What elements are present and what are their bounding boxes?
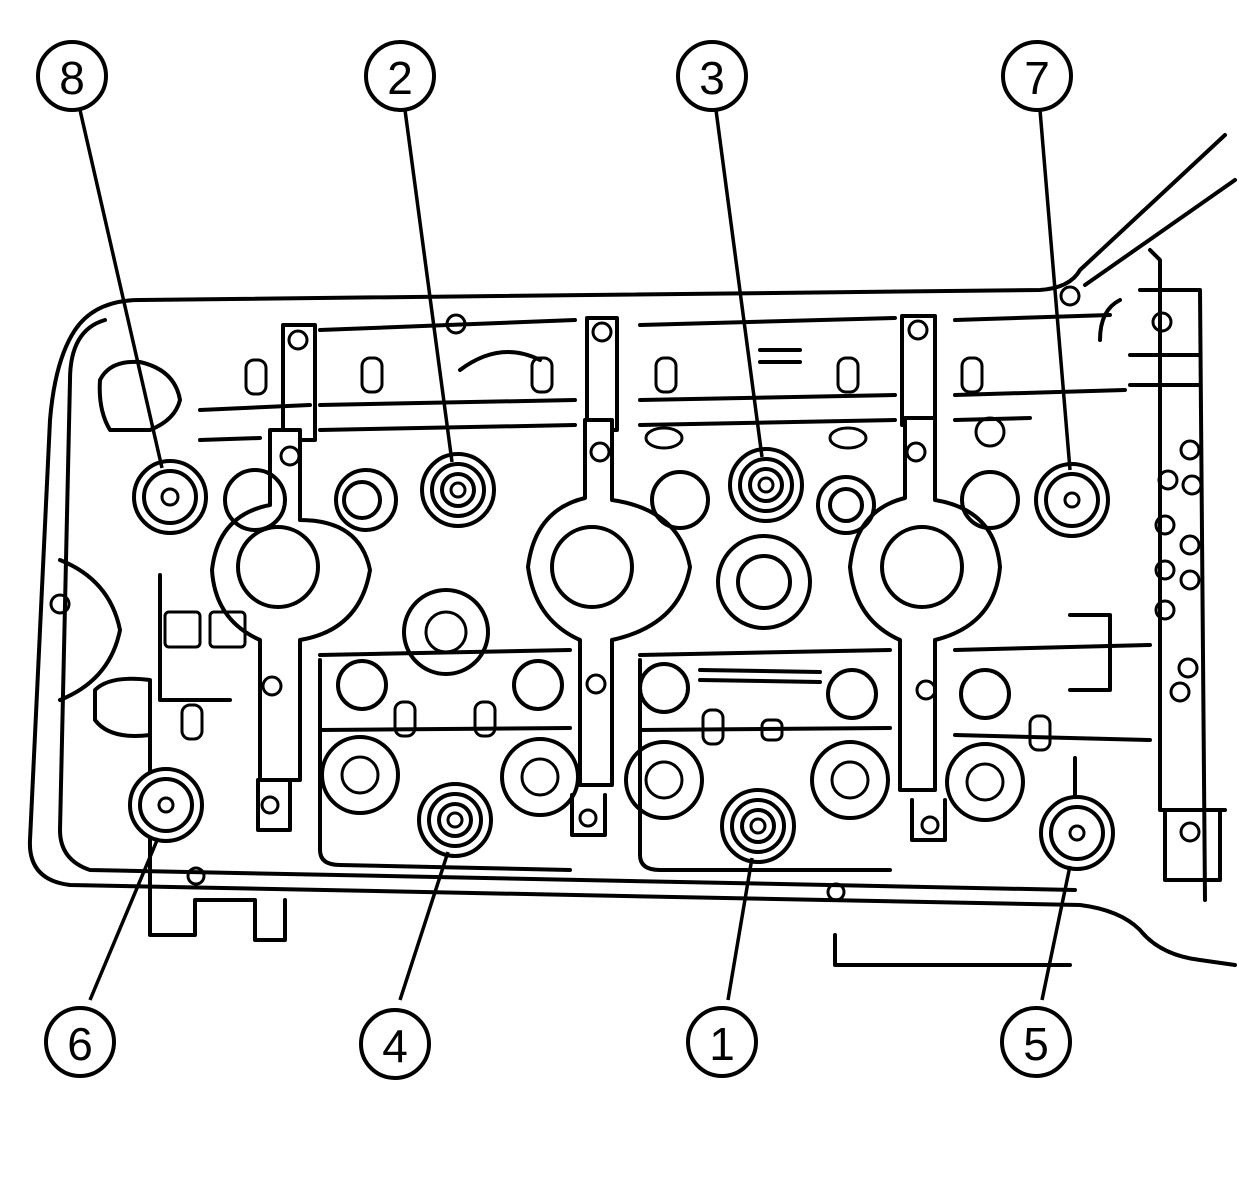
callout-3: 3 <box>676 40 748 112</box>
head-bolt-8 <box>132 459 208 535</box>
callout-label-4: 4 <box>382 1020 408 1072</box>
lower-deck <box>93 468 1152 967</box>
callouts: 8 2 3 7 6 4 1 5 <box>36 40 1073 1080</box>
head-bolt-6 <box>128 767 204 843</box>
callout-7: 7 <box>1001 40 1073 112</box>
callout-8: 8 <box>36 40 108 112</box>
leader-line-4 <box>398 851 450 1001</box>
upper-rail <box>97 285 1173 450</box>
callout-label-1: 1 <box>709 1018 735 1070</box>
camshaft-caps <box>210 416 1002 842</box>
side-gallery <box>49 439 1203 843</box>
callout-6: 6 <box>44 1006 116 1078</box>
callout-label-7: 7 <box>1024 52 1050 104</box>
callout-label-5: 5 <box>1023 1018 1049 1070</box>
leader-line-5 <box>1040 865 1072 1001</box>
callout-label-2: 2 <box>387 52 413 104</box>
leader-line-6 <box>88 837 160 1001</box>
leader-line-7 <box>1038 109 1072 471</box>
leader-line-2 <box>403 109 454 463</box>
leader-line-8 <box>78 109 164 469</box>
callout-4: 4 <box>359 1008 431 1080</box>
callout-label-3: 3 <box>699 52 725 104</box>
callout-label-8: 8 <box>59 52 85 104</box>
head-bolt-1 <box>720 788 796 864</box>
leader-line-3 <box>714 109 764 458</box>
callout-2: 2 <box>364 40 436 112</box>
valve-seat <box>223 468 1025 822</box>
head-bolt-5 <box>1039 795 1115 871</box>
leader-line-1 <box>726 857 754 1001</box>
head-bolt-4 <box>417 782 493 858</box>
callout-label-6: 6 <box>67 1018 93 1070</box>
callout-5: 5 <box>1000 1006 1072 1078</box>
head-bolt-2 <box>420 452 496 528</box>
head-bolts <box>128 447 1115 871</box>
callout-1: 1 <box>686 1006 758 1078</box>
leader-lines <box>78 109 1072 1001</box>
head-bolt-7 <box>1034 462 1110 538</box>
head-bolt-3 <box>728 447 804 523</box>
head-outline <box>27 133 1237 967</box>
